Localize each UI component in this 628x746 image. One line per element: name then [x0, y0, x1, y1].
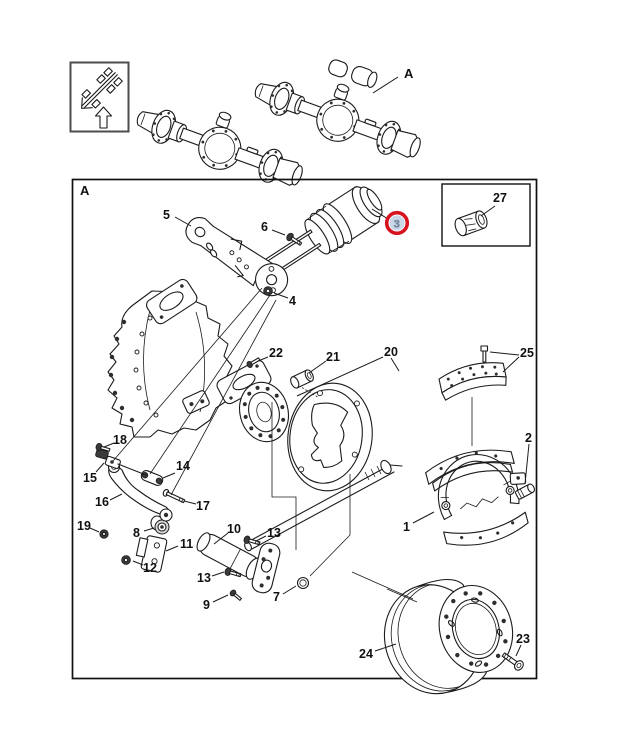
bolt-13a-drawing [243, 535, 261, 546]
callout-14: 14 [176, 459, 190, 473]
camshaft-bushing-drawing [454, 210, 488, 237]
bushing-21-drawing [290, 369, 314, 389]
chamber-bracket-drawing [185, 216, 289, 297]
callout-16: 16 [95, 495, 109, 509]
callout-24: 24 [359, 647, 373, 661]
callout-12: 12 [143, 561, 157, 575]
bolt-6-drawing [286, 232, 303, 246]
callout-13a: 13 [267, 526, 281, 540]
callout-a-frame: A [80, 183, 90, 198]
brake-drum-drawing [383, 578, 514, 695]
bolt-23-drawing [501, 652, 524, 671]
link-14-drawing [140, 470, 164, 486]
bolt-22-drawing [246, 357, 261, 368]
detail-frame: A [71, 178, 538, 680]
callout-15: 15 [83, 471, 97, 485]
flange-plate-drawing [251, 542, 281, 594]
orientation-inset [69, 61, 130, 133]
callout-13b: 13 [197, 571, 211, 585]
vehicle-orientation-icon [81, 67, 123, 109]
camshaft-bracket-cluster [95, 287, 310, 601]
pin-17-drawing [162, 488, 186, 504]
bolt-18-drawing [95, 443, 111, 452]
up-arrow-icon [94, 106, 113, 129]
inset-box-27: 27 [441, 183, 531, 247]
anchor-pin-2-drawing [514, 483, 536, 500]
brake-spider-drawing [244, 357, 403, 577]
callout-20: 20 [384, 345, 398, 359]
bolt-13b-drawing [224, 567, 242, 578]
callout-17: 17 [196, 499, 210, 513]
axle-housing-drawing [107, 278, 289, 443]
callout-labels: 5 6 4 22 21 20 25 2 18 15 14 16 17 19 8 … [77, 208, 534, 661]
nut-19-drawing [99, 529, 109, 539]
camshaft-drawing [244, 459, 403, 552]
callout-23: 23 [516, 632, 530, 646]
bracket-11-drawing [135, 535, 168, 573]
nut-4-drawing [263, 286, 273, 296]
callout-1: 1 [403, 520, 410, 534]
brake-lining-drawing [438, 345, 507, 446]
washer-8-drawing [150, 515, 170, 535]
callout-18: 18 [113, 433, 127, 447]
callout-9: 9 [203, 598, 210, 612]
callout-a-overview: A [404, 66, 414, 81]
screw-9-drawing [229, 589, 242, 601]
callout-27: 27 [493, 191, 507, 205]
callout-2: 2 [525, 431, 532, 445]
callout-3-highlighted: 3 [394, 218, 400, 230]
highlight-circle-3: 3 [371, 208, 410, 236]
oring-7-drawing [296, 576, 310, 590]
callout-19: 19 [77, 519, 91, 533]
callout-10: 10 [227, 522, 241, 536]
callout-11: 11 [180, 537, 193, 551]
leader-lines [89, 216, 530, 657]
lining-bolt-drawing [480, 345, 489, 363]
nut-12-drawing [121, 555, 131, 565]
callout-8: 8 [133, 526, 140, 540]
callout-6: 6 [261, 220, 268, 234]
callout-7: 7 [273, 590, 280, 604]
tandem-axle-overview: A [129, 56, 432, 198]
brake-shoe-assembly-drawing [425, 449, 529, 546]
callout-22: 22 [269, 346, 283, 360]
callout-4: 4 [289, 294, 296, 308]
callout-21: 21 [326, 350, 340, 364]
callout-5: 5 [163, 208, 170, 222]
clevis-15-drawing [95, 448, 147, 476]
callout-25: 25 [520, 346, 534, 360]
